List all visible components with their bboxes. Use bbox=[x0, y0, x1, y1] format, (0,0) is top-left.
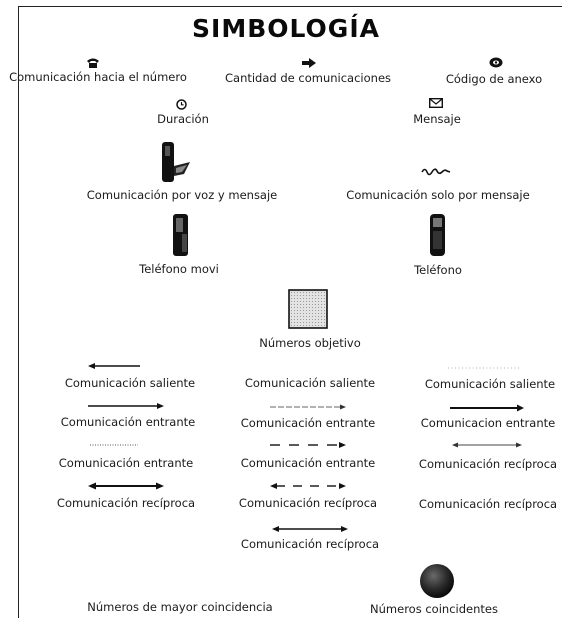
col1-label-2: Comunicación entrante bbox=[60, 415, 196, 429]
coincident-number-circle-icon bbox=[420, 564, 454, 598]
col2-label-4: Comunicación recíproca bbox=[238, 496, 378, 510]
legend-title: SIMBOLOGÍA bbox=[192, 14, 380, 43]
arrow-bidirectional-dashed bbox=[270, 483, 346, 489]
col2-label-5: Comunicación recíproca bbox=[240, 537, 380, 551]
col3-label-2: Comunicacion entrante bbox=[420, 416, 556, 430]
arrow-bidirectional-solid bbox=[272, 526, 348, 532]
arrow-right-bold bbox=[450, 404, 524, 412]
col2-label-2: Comunicación entrante bbox=[240, 416, 376, 430]
label-cantidad-comunicaciones: Cantidad de comunicaciones bbox=[224, 71, 392, 85]
mobile-phone-message-icon bbox=[162, 142, 190, 182]
legend-frame bbox=[18, 6, 562, 618]
label-telefono-movil: Teléfono movi bbox=[139, 262, 219, 276]
label-mayor-coincidencia: Números de mayor coincidencia bbox=[87, 600, 273, 614]
label-telefono: Teléfono bbox=[414, 263, 462, 277]
col2-label-3: Comunicación entrante bbox=[240, 456, 376, 470]
phone-icon bbox=[87, 58, 99, 68]
arrow-right-dashed bbox=[270, 442, 346, 448]
clock-icon bbox=[176, 99, 187, 110]
col1-label-1: Comunicación saliente bbox=[64, 376, 196, 390]
arrow-right-thin-gray bbox=[270, 404, 346, 410]
label-comunicacion-hacia-numero: Comunicación hacia el número bbox=[9, 70, 187, 84]
label-voz-mensaje: Comunicación por voz y mensaje bbox=[86, 188, 278, 202]
cordless-phone-icon bbox=[430, 214, 445, 256]
arrow-right-icon bbox=[302, 58, 316, 68]
col1-label-4: Comunicación recíproca bbox=[56, 496, 196, 510]
arrow-bidirectional-thin bbox=[452, 442, 522, 448]
label-duracion: Duración bbox=[157, 112, 209, 126]
col3-label-1: Comunicación saliente bbox=[424, 377, 556, 391]
arrow-right-solid bbox=[88, 403, 164, 409]
label-coincidentes: Números coincidentes bbox=[370, 602, 498, 616]
col1-label-3: Comunicación entrante bbox=[58, 456, 194, 470]
handwriting-message-icon bbox=[421, 168, 451, 176]
col2-label-1: Comunicación saliente bbox=[244, 376, 376, 390]
col3-label-4: Comunicación recíproca bbox=[418, 497, 558, 511]
label-solo-mensaje: Comunicación solo por mensaje bbox=[346, 188, 530, 202]
col3-label-3: Comunicación recíproca bbox=[418, 457, 558, 471]
arrow-right-dotted bbox=[90, 444, 138, 446]
label-mensaje: Mensaje bbox=[413, 112, 461, 126]
arrow-left-faint-dotted bbox=[448, 367, 520, 369]
eye-icon bbox=[489, 57, 503, 68]
envelope-icon bbox=[428, 97, 444, 109]
arrow-left-solid bbox=[88, 363, 140, 369]
arrow-bidirectional-bold bbox=[88, 482, 164, 490]
label-codigo-anexo: Código de anexo bbox=[445, 72, 543, 86]
mobile-phone-icon bbox=[173, 214, 188, 256]
target-number-square-icon bbox=[288, 289, 328, 329]
label-numeros-objetivo: Números objetivo bbox=[259, 336, 361, 350]
